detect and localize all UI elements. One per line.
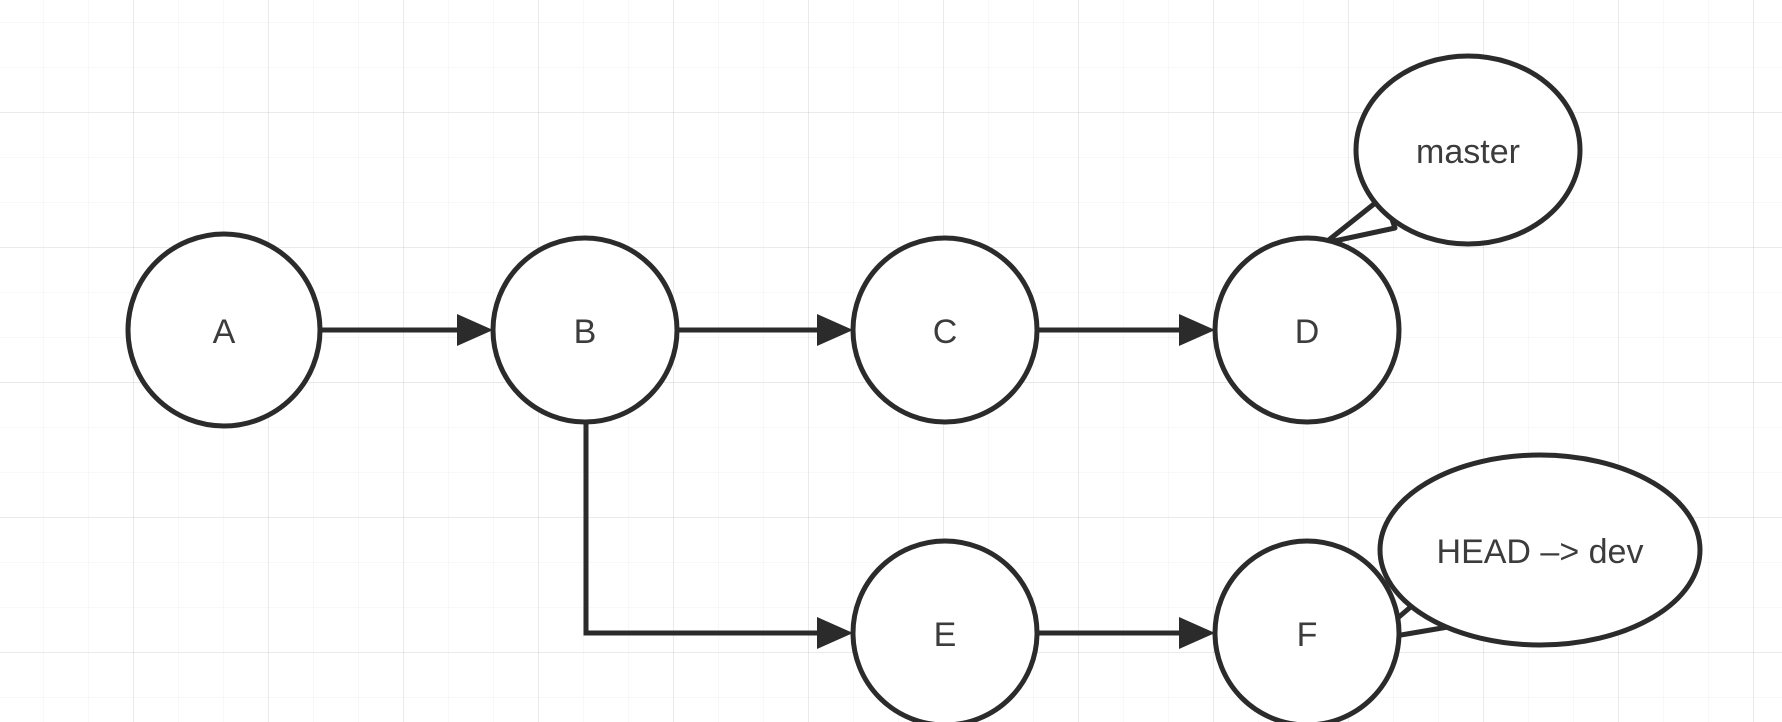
edge-c-to-d-arrowhead [1179, 314, 1215, 346]
node-d-label: D [1295, 313, 1320, 351]
edge-c-to-d [1038, 314, 1215, 346]
edges-layer [321, 314, 1215, 649]
callouts-layer: master HEAD –> dev [1322, 53, 1703, 648]
edge-a-to-b-arrowhead [457, 314, 493, 346]
node-e-circle [850, 538, 1040, 722]
node-b[interactable]: B [490, 235, 680, 425]
callout-dev-bubble [1377, 452, 1703, 648]
edge-b-to-e-arrowhead [817, 617, 853, 649]
callout-master[interactable]: master [1322, 53, 1583, 247]
callout-dev-label: HEAD –> dev [1437, 533, 1644, 571]
edge-b-to-e [583, 423, 853, 649]
node-d[interactable]: D [1212, 235, 1402, 425]
edge-e-to-f-arrowhead [1179, 617, 1215, 649]
node-d-circle [1212, 235, 1402, 425]
callout-master-label: master [1416, 133, 1520, 171]
node-b-label: B [574, 313, 597, 351]
edge-b-to-c [678, 314, 853, 346]
node-f[interactable]: F [1212, 538, 1402, 722]
node-c-label: C [933, 313, 958, 351]
node-e[interactable]: E [850, 538, 1040, 722]
node-e-label: E [934, 616, 957, 654]
node-b-circle [490, 235, 680, 425]
callout-dev[interactable]: HEAD –> dev [1369, 452, 1703, 648]
nodes-layer: A B C D E F [125, 231, 1402, 722]
node-a-label: A [213, 313, 236, 351]
edge-a-to-b [321, 314, 493, 346]
edge-b-to-e-line [583, 423, 835, 636]
node-f-circle [1212, 538, 1402, 722]
node-c-circle [850, 235, 1040, 425]
node-f-label: F [1297, 616, 1318, 654]
node-a[interactable]: A [125, 231, 323, 429]
edge-b-to-c-arrowhead [817, 314, 853, 346]
node-a-circle [125, 231, 323, 429]
callout-master-bubble [1353, 53, 1583, 247]
edge-e-to-f [1038, 617, 1215, 649]
node-c[interactable]: C [850, 235, 1040, 425]
